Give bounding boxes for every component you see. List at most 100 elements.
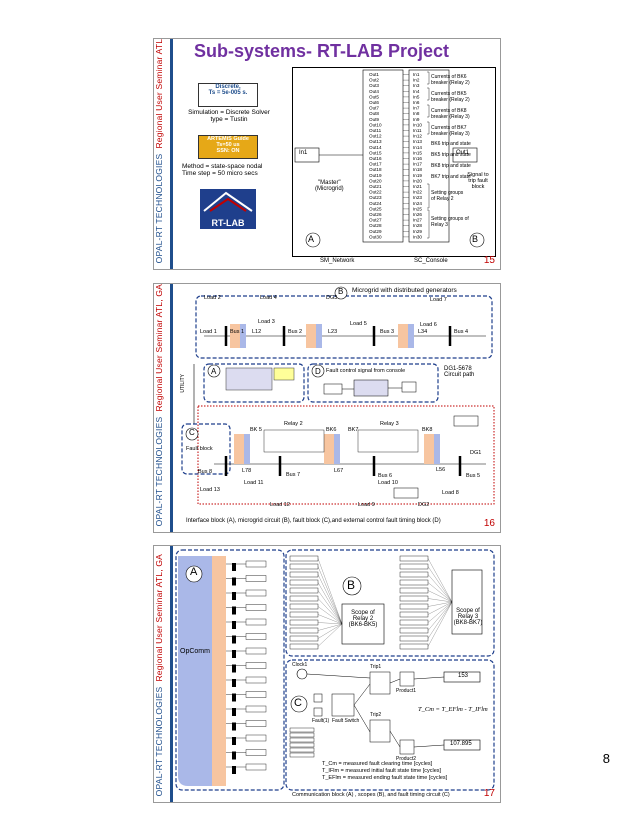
display1-value: 153	[458, 673, 469, 679]
out-port-label: Out6	[369, 100, 379, 105]
breaker-input	[289, 742, 315, 748]
in-port-label: In14	[413, 145, 422, 150]
signal-group-label: BK6 trip and state	[431, 141, 471, 147]
out-port-label: Out29	[369, 229, 382, 234]
load-4: Load 4	[260, 295, 277, 301]
sidebar-divider	[170, 546, 173, 802]
scope-input	[289, 643, 319, 650]
marker-b	[342, 576, 362, 596]
out-port-label: Out30	[369, 234, 382, 239]
in-port-label: In25	[413, 206, 422, 211]
marker-c	[185, 427, 199, 441]
opcomm-port	[245, 604, 267, 611]
out-port-label: Out3	[369, 83, 379, 88]
master-label: "Master" (Microgrid)	[315, 180, 344, 192]
relay-2: Relay 2	[284, 421, 303, 427]
dg-circuit-label: DG1-5678 Circuit path	[444, 366, 475, 378]
out-port-label: Out2	[369, 78, 379, 83]
line-l12-block	[230, 324, 240, 348]
out-port-label: Out21	[369, 184, 382, 189]
line-l34-block	[398, 324, 408, 348]
breaker-input	[289, 727, 315, 733]
opcomm-port	[245, 633, 267, 640]
out-port-label: Out15	[369, 150, 382, 155]
marker-a-label: A	[308, 234, 315, 244]
in-port-label: In23	[413, 195, 422, 200]
opcomm-label: OpComm	[180, 648, 210, 655]
opcomm-port	[245, 763, 267, 771]
trip2-label: Trip2	[370, 712, 382, 718]
out-port-label: Out19	[369, 173, 382, 178]
legend-line-1: T_Cm = measured fault clearing time [cyc…	[322, 761, 433, 767]
out-port-label: Out7	[369, 106, 379, 111]
in-port-label: In16	[413, 156, 422, 161]
a-label: A	[211, 367, 217, 376]
clearing-time-equation: T_Cm = T_EFlm - T_IFlm	[418, 706, 488, 713]
scope-input	[289, 619, 319, 626]
opcomm-port	[245, 676, 267, 684]
in-port-label: In15	[413, 150, 422, 155]
product2-box	[399, 739, 415, 755]
load-7: Load 7	[430, 297, 447, 303]
sc-console-label: SC_Console	[414, 258, 448, 264]
marker-c	[290, 695, 308, 713]
signal-label: Signal to trip fault block	[467, 172, 489, 190]
region-c	[285, 659, 495, 791]
slide-sidebar: OPAL-RT TECHNOLOGIES Regional User Semin…	[154, 546, 170, 802]
slide-sidebar: OPAL-RT TECHNOLOGIES Regional User Semin…	[154, 39, 170, 269]
load-3: Load 3	[258, 319, 275, 325]
marker-a	[207, 364, 221, 378]
scope-input	[399, 635, 429, 642]
product2-label: Product2	[396, 756, 417, 762]
line-l12: L12	[252, 329, 262, 335]
scope-relay2-label: Scope of Relay 2 (BK6-BK5)	[348, 610, 378, 628]
in-port-label: In19	[413, 173, 422, 178]
breaker-input	[289, 752, 315, 758]
in-port-label: In28	[413, 223, 422, 228]
slide-caption: Communication block (A) , scopes (B), an…	[292, 792, 450, 798]
marker-b	[469, 232, 485, 248]
bus-8: Bus 8	[198, 469, 213, 475]
marker-b	[334, 286, 348, 300]
out-port-label: Out28	[369, 223, 382, 228]
load-13: Load 13	[200, 487, 220, 493]
fault-switch-box	[331, 693, 355, 717]
trip1-label: Trip1	[370, 664, 382, 670]
page-number: 8	[602, 751, 610, 766]
bus-6: Bus 6	[378, 473, 393, 479]
opcomm-port	[245, 720, 267, 727]
opcomm-port	[245, 575, 267, 582]
slide-16: OPAL-RT TECHNOLOGIES Regional User Semin…	[153, 283, 501, 533]
in-port-label: In10	[413, 122, 422, 127]
bus-5: Bus 5	[466, 473, 481, 479]
breaker-input	[289, 747, 315, 753]
in-port-label: In3	[413, 83, 420, 88]
d-label: D	[315, 367, 321, 376]
scope-input	[399, 571, 429, 578]
sidebar-divider	[170, 39, 173, 269]
region-a	[175, 549, 285, 791]
rtlab-logo-graphic	[200, 189, 256, 215]
in-port-label: In7	[413, 106, 420, 111]
out-port-label: Out20	[369, 178, 382, 183]
legend-line-3: T_EFlm = measured ending fault state tim…	[322, 775, 448, 781]
fault-block-label: Fault block	[186, 446, 213, 452]
scope-input	[399, 643, 429, 650]
out-port-label: Out8	[369, 111, 379, 116]
sidebar-text: OPAL-RT TECHNOLOGIES Regional User Semin…	[154, 283, 164, 526]
opcomm-port	[245, 691, 267, 698]
bus-3: Bus 3	[380, 329, 395, 335]
in-port-label: In22	[413, 190, 422, 195]
line-l78: L78	[242, 468, 252, 474]
dg-circuit-path	[197, 405, 495, 505]
in-port-label: In6	[413, 100, 420, 105]
load-8: Load 8	[442, 490, 459, 496]
fault-switch-label: Fault Switch	[332, 718, 360, 724]
in-port-label: In4	[413, 89, 420, 94]
d-title: Fault control signal from console	[326, 368, 406, 374]
sidebar-text: OPAL-RT TECHNOLOGIES Regional User Semin…	[154, 38, 164, 263]
